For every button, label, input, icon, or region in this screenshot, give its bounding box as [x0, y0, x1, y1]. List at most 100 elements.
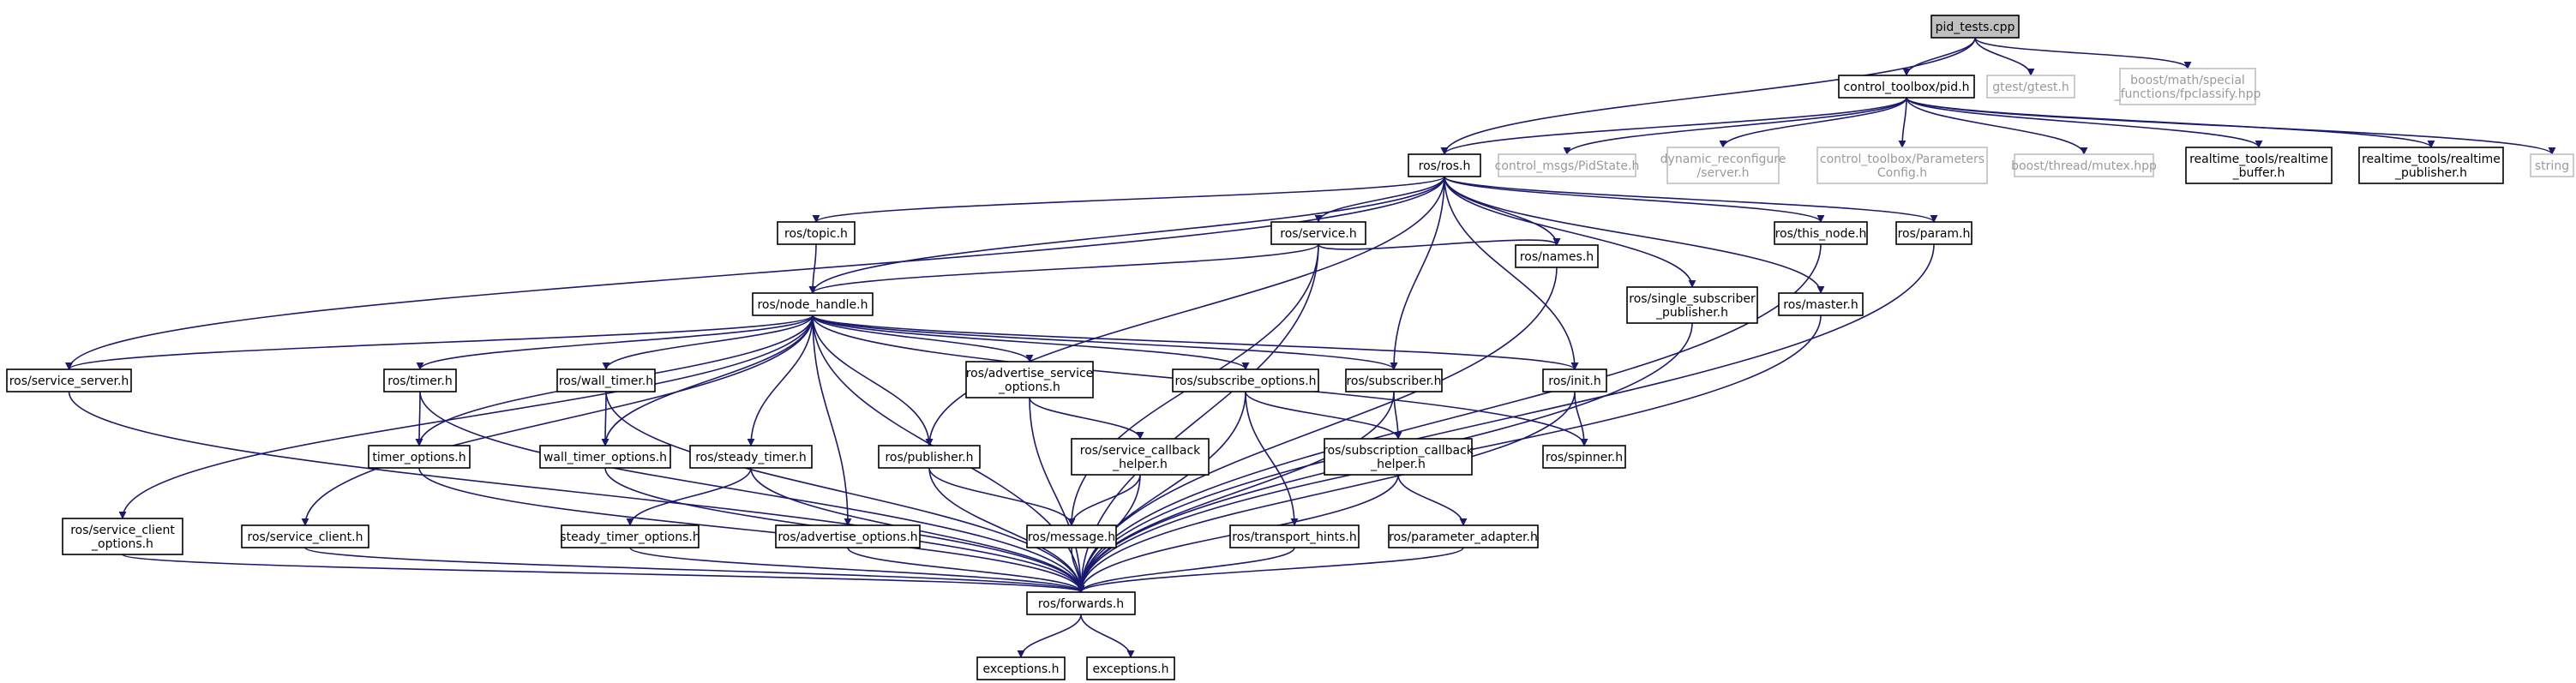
edge-path — [1314, 176, 1445, 223]
node-adv-opts[interactable]: ros/advertise_options.h — [775, 524, 921, 548]
node-box — [1930, 15, 2020, 39]
node-label: ros/service_client.h — [248, 530, 363, 544]
edge-path — [1440, 37, 1976, 155]
edge-path — [808, 243, 1319, 294]
node-box — [2119, 68, 2256, 105]
node-wall-timer-opts[interactable]: wall_timer_options.h — [539, 445, 671, 469]
node-timer-opts[interactable]: timer_options.h — [368, 445, 471, 469]
edge-path — [925, 176, 1445, 446]
edge-path — [1574, 391, 1588, 446]
node-ctb-pid[interactable]: control_toolbox/pid.h — [1838, 75, 1975, 99]
node-label: dynamic_reconfigure — [1660, 153, 1786, 166]
node-label: ros/subscribe_options.h — [1174, 374, 1316, 388]
node-srv-client-opts[interactable]: ros/service_client_options.h — [62, 518, 183, 555]
edge-path — [1906, 97, 2263, 148]
node-label: _buffer.h — [2232, 166, 2285, 180]
node-steady-timer-opts[interactable]: steady_timer_options.h — [560, 524, 700, 548]
edge-node_handle-to-publisher — [812, 315, 934, 446]
edge-path — [419, 391, 1085, 593]
node-transport-hints[interactable]: ros/transport_hints.h — [1229, 524, 1360, 548]
edge-path — [1077, 243, 1822, 593]
node-single-sub-pub[interactable]: ros/single_subscriber_publisher.h — [1626, 286, 1758, 324]
node-service[interactable]: ros/service.h — [1270, 221, 1366, 245]
edge-ros_ros-to-publisher — [925, 176, 1445, 446]
node-label: string — [2535, 159, 2569, 173]
node-label: ros/publisher.h — [885, 451, 973, 464]
node-rt-buffer[interactable]: realtime_tools/realtime_buffer.h — [2185, 147, 2333, 184]
node-pidstate: control_msgs/PidState.h — [1495, 153, 1639, 177]
edge-srv_cb_helper-to-message — [1067, 474, 1141, 526]
edge-path — [1067, 474, 1141, 526]
edge-path — [415, 391, 423, 446]
node-service-client[interactable]: ros/service_client.h — [241, 524, 369, 548]
node-label: ros/param.h — [1898, 227, 1971, 241]
edge-path — [122, 554, 1085, 593]
node-timer[interactable]: ros/timer.h — [383, 368, 457, 392]
edge-sub_opts-to-forwards — [1077, 391, 1246, 593]
node-init[interactable]: ros/init.h — [1542, 368, 1607, 392]
node-box — [1816, 147, 1988, 184]
edge-path — [812, 315, 1579, 370]
node-forwards[interactable]: ros/forwards.h — [1026, 591, 1136, 615]
node-label: ros/advertise_options.h — [778, 530, 917, 544]
node-box — [777, 221, 856, 245]
edge-service-to-names — [1318, 237, 1561, 250]
edge-timer-to-timer_opts — [415, 391, 423, 446]
node-label: pid_tests.cpp — [1936, 21, 2015, 34]
node-steady-timer[interactable]: ros/steady_timer.h — [689, 445, 813, 469]
node-label: _options.h — [91, 537, 153, 551]
edge-path — [1440, 97, 1907, 155]
edge-path — [812, 315, 852, 526]
edge-adv_srv_opts-to-forwards — [1029, 397, 1085, 593]
node-param[interactable]: ros/param.h — [1895, 221, 1973, 245]
node-spinner[interactable]: ros/spinner.h — [1542, 445, 1626, 469]
node-node-handle[interactable]: ros/node_handle.h — [752, 292, 874, 316]
node-publisher[interactable]: ros/publisher.h — [878, 445, 981, 469]
node-wall-timer[interactable]: ros/wall_timer.h — [556, 368, 656, 392]
node-srv-cb-helper[interactable]: ros/service_callback_helper.h — [1071, 438, 1210, 476]
edge-path — [1906, 97, 2088, 155]
edge-path — [418, 467, 1085, 593]
node-box — [1515, 244, 1599, 268]
node-label: timer_options.h — [372, 451, 465, 464]
node-label: ros/init.h — [1548, 374, 1601, 388]
edge-path — [601, 391, 609, 446]
edge-adv_opts-to-forwards — [847, 547, 1085, 593]
edge-path — [605, 391, 1085, 593]
edge-path — [1077, 391, 1246, 593]
edge-path — [1397, 474, 1468, 526]
edge-ros_ros-to-this_node — [1444, 176, 1825, 223]
node-label: steady_timer_options.h — [560, 530, 700, 544]
node-param-adapter[interactable]: ros/parameter_adapter.h — [1388, 524, 1539, 548]
edge-node_handle-to-sub_opts — [812, 315, 1250, 370]
node-rt-publisher[interactable]: realtime_tools/realtime_publisher.h — [2358, 147, 2504, 184]
node-exceptions1[interactable]: exceptions.h — [976, 656, 1066, 680]
node-service-server[interactable]: ros/service_server.h — [6, 368, 132, 392]
node-label: realtime_tools/realtime — [2362, 153, 2501, 166]
node-box — [1542, 445, 1626, 469]
node-subscriber[interactable]: ros/subscriber.h — [1345, 368, 1443, 392]
node-box — [1026, 591, 1136, 615]
node-topic[interactable]: ros/topic.h — [777, 221, 856, 245]
node-ros-ros[interactable]: ros/ros.h — [1408, 153, 1481, 177]
edge-path — [812, 176, 1445, 223]
node-box — [1895, 221, 1973, 245]
node-adv-srv-opts[interactable]: ros/advertise_service_options.h — [965, 361, 1094, 398]
node-names[interactable]: ros/names.h — [1515, 244, 1599, 268]
node-label: control_toolbox/Parameters — [1820, 153, 1985, 166]
edge-path — [1029, 397, 1144, 440]
edge-ctb_pid-to-string — [1906, 97, 2556, 155]
node-exceptions2[interactable]: exceptions.h — [1086, 656, 1175, 680]
edge-subscriber-to-forwards — [1077, 391, 1395, 593]
node-label: ros/service_client — [70, 524, 175, 537]
node-sub-cb-helper[interactable]: ros/subscription_callback_helper.h — [1323, 438, 1474, 476]
node-pid-tests[interactable]: pid_tests.cpp — [1930, 15, 2020, 39]
edge-path — [1444, 176, 1825, 294]
node-master[interactable]: ros/master.h — [1778, 292, 1864, 316]
edge-transport_hints-to-forwards — [1077, 547, 1295, 593]
node-box — [1388, 524, 1539, 548]
node-message[interactable]: ros/message.h — [1026, 524, 1117, 548]
node-sub-opts[interactable]: ros/subscribe_options.h — [1172, 368, 1319, 392]
node-this-node[interactable]: ros/this_node.h — [1774, 221, 1868, 245]
